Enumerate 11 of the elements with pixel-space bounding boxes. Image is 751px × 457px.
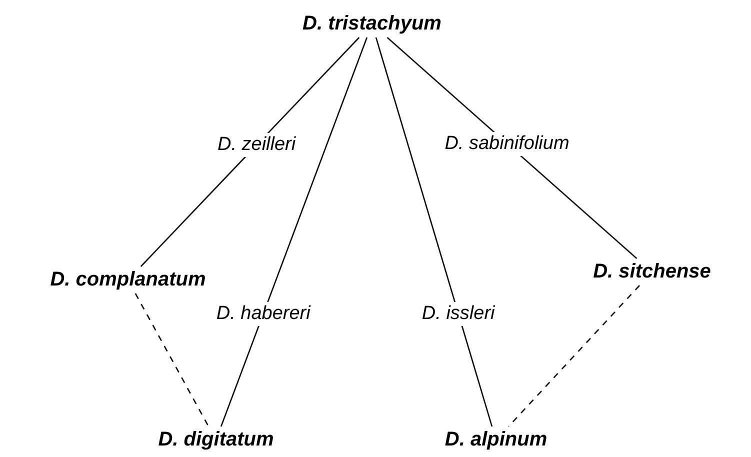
dashed-line [134,293,210,427]
connector-line [386,37,638,259]
dashed-line [508,285,640,427]
connector-line [220,37,368,427]
connector-line [375,37,493,427]
species-name: D. sitchense [590,258,714,286]
species-name: D. digitatum [155,426,277,454]
connector-line [140,37,360,267]
species-name: D. complanatum [47,266,209,294]
species-name: D. tristachyum [300,10,444,38]
species-name: D. alpinum [442,426,550,454]
